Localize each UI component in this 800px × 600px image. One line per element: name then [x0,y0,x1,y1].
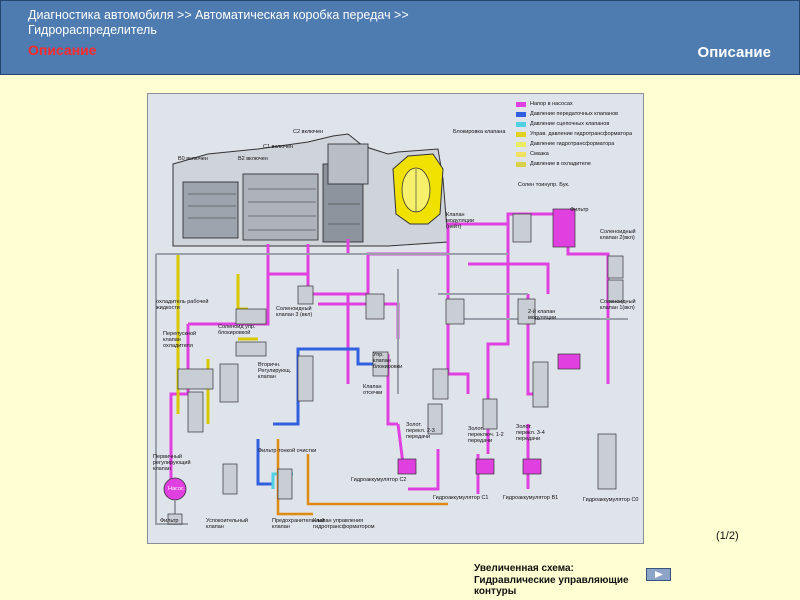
label-cooler: охладитель рабочей жидкости [156,299,209,311]
label-pump: Насос [168,486,184,492]
label-torque-conv: Клапан управления гидротрансформатором [313,518,375,530]
label-relief-valve: Предохранительный клапан [272,518,325,530]
label-acc-c0: Гидроаккумулятор C0 [583,497,639,503]
label-lockup-clutch: Блокировка клапана [453,129,506,135]
label-shift12: Золот. переключ. 1-2 передачи [468,426,504,444]
enlarged-diagram-link[interactable]: Увеличенная схема: Гидравлические управл… [474,563,629,597]
legend-item: Давление в охладителе [530,161,591,167]
page-title: Описание [28,42,97,58]
play-arrow-icon [655,571,663,578]
label-acc-c2: Гидроаккумулятор C2 [351,477,407,483]
label-solenoid-lockup: Солен тоинупр. Бук. [518,182,570,188]
legend-item: Управ. давление гидротрансформатора [530,131,633,137]
label-primary-reg: Первичный регулирующий клапан [153,454,191,472]
section-title: Описание [697,44,771,61]
hydraulic-diagram: Напор в насосах Давление передаточных кл… [147,93,644,544]
label-b2: B2 включен [238,156,268,162]
legend-item: Давление гидротрансформатора [530,141,615,147]
label-sol3: Соленоидный клапан 3 (вкл) [276,306,313,318]
label-c1: C1 включен [263,144,294,150]
label-filter-bottom: Фильтр [160,518,179,524]
label-sol1: Соленоидный клапан 1(вкл) [600,299,636,311]
label-check-valve: Успокоительный клапан [206,518,248,530]
label-lockup-sol: Соленоид упр. блокировкой [218,324,256,336]
label-bypass: Перепускной клапан охладителя [163,331,197,349]
legend-item: Смазка [530,151,549,157]
label-shift34: Золот. перекл. 3-4 передачи [516,424,545,442]
label-sol2: Соленоидный клапан 2(вкл) [600,229,636,241]
label-filter-top: Фильтр [570,207,589,213]
label-shift23: Золот. перекл. 2-3 передачи [406,422,435,440]
page-indicator: (1/2) [716,530,739,542]
label-c2: C2 включен [293,129,324,135]
label-mod-valve: Клапан модуляции (нейт) [446,212,475,230]
label-acc-c1: Гидроаккумулятор C1 [433,495,489,501]
hydraulic-schematic-graphic [155,102,628,525]
label-filter-mid: Фильтр тонкой очистки [258,448,317,454]
legend-item: Давление передаточных клапанов [530,111,619,117]
label-cutoff: Клапан отсечки [363,384,383,396]
label-lockup-ctrl: Упр. клапан блокировки [373,352,403,370]
label-b0: B0 включен [178,156,208,162]
header-bar: Диагностика автомобиля >> Автоматическая… [0,0,800,75]
legend-item: Давление сцепочных клапанов [530,121,610,127]
legend-item: Напор в насосах [530,101,573,107]
breadcrumb: Диагностика автомобиля >> Автоматическая… [28,8,409,37]
label-acc-b1: Гидроаккумулятор B1 [503,495,559,501]
label-mod2: 2-й клапан модуляции [528,309,557,321]
label-sec-reg: Вторичн. Регулирующ. клапан [258,362,292,380]
next-arrow-button[interactable] [646,568,671,581]
